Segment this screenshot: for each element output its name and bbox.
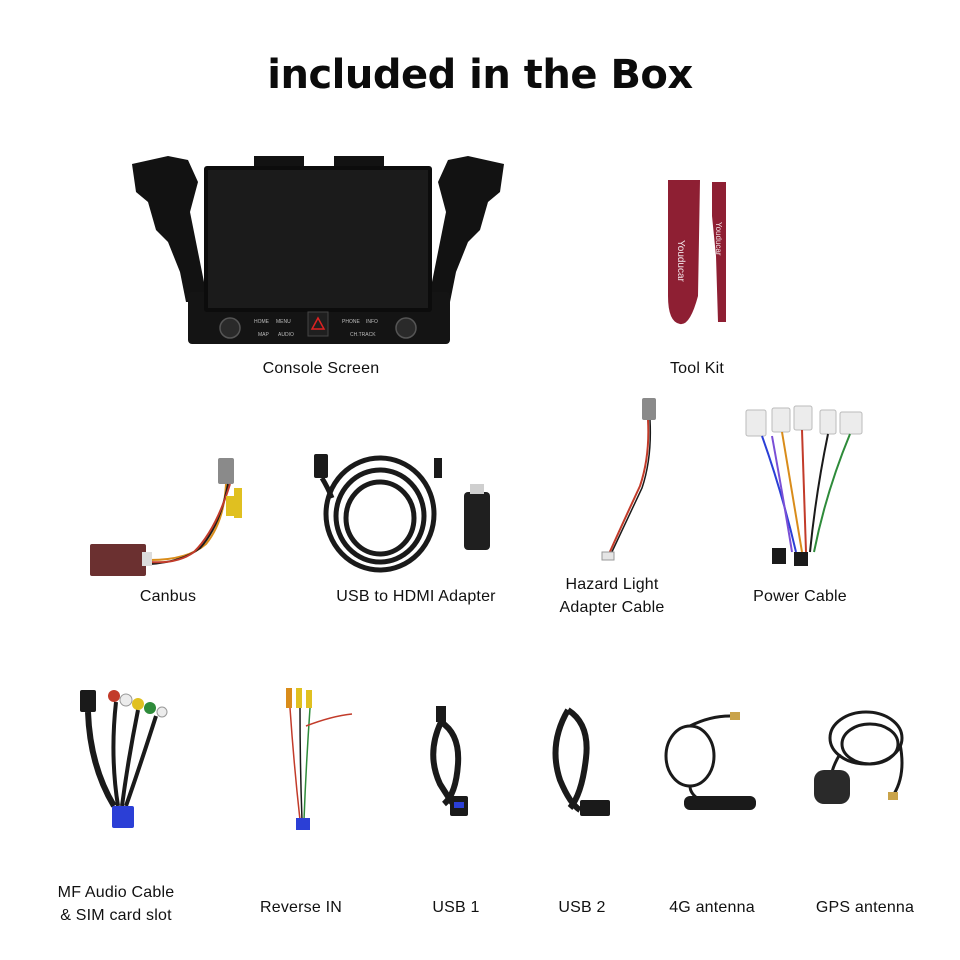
usb-2-label: USB 2 — [558, 899, 606, 916]
power-cable-icon — [745, 405, 863, 566]
mf-audio-label-2: & SIM card slot — [60, 907, 172, 924]
mf-audio-label-1: MF Audio Cable — [57, 884, 175, 901]
usb-cable-icon — [552, 707, 610, 816]
console-screen: HOME MENU MAP AUDIO PHONE INFO CH.TRACK — [128, 152, 508, 352]
mf-audio-cable-icon — [80, 690, 168, 828]
info-text: INFO — [366, 319, 378, 325]
ch-track-text: CH.TRACK — [350, 332, 376, 338]
canbus — [88, 452, 258, 582]
hazard-light-label-2: Adapter Cable — [559, 599, 665, 616]
hazard-light-cable-icon — [601, 398, 656, 561]
gps-antenna-label: GPS antenna — [815, 899, 915, 916]
phone-text: PHONE — [342, 319, 360, 325]
page-title: included in the Box — [267, 52, 693, 98]
power-cable — [742, 402, 872, 572]
reverse-in-label: Reverse IN — [259, 899, 343, 916]
menu-text: MENU — [276, 319, 291, 325]
hazard-light-label-1: Hazard Light — [565, 576, 659, 593]
canbus-icon — [90, 458, 242, 576]
gps-antenna — [810, 704, 920, 824]
usb-cable-icon — [430, 706, 468, 816]
reverse-in-cable-icon — [286, 688, 353, 830]
reverse-in-cable — [276, 686, 356, 836]
home-text: HOME — [254, 319, 270, 325]
4g-antenna-icon — [664, 712, 756, 810]
tool-brand-text-2: Youducar — [714, 222, 723, 256]
console-screen-label: Console Screen — [262, 360, 380, 377]
usb-1-cable — [430, 704, 480, 824]
hazard-light-cable — [590, 396, 670, 566]
console-screen-icon: HOME MENU MAP AUDIO PHONE INFO CH.TRACK — [132, 156, 504, 344]
4g-antenna — [660, 710, 770, 820]
usb-2-cable — [550, 704, 620, 824]
usb-1-label: USB 1 — [432, 899, 480, 916]
tool-kit-icon: Youducar Youducar — [668, 180, 726, 325]
usb-hdmi-adapter-icon — [314, 454, 490, 573]
4g-antenna-label: 4G antenna — [669, 899, 755, 916]
power-cable-label: Power Cable — [753, 588, 847, 605]
tool-kit-label: Tool Kit — [669, 360, 725, 377]
mf-audio-cable — [70, 686, 180, 836]
usb-hdmi-adapter-label: USB to HDMI Adapter — [336, 588, 496, 605]
canbus-label: Canbus — [139, 588, 197, 605]
usb-hdmi-adapter — [308, 448, 518, 578]
tool-brand-text: Youducar — [675, 240, 686, 283]
map-text: MAP — [258, 332, 270, 338]
audio-text: AUDIO — [278, 332, 294, 338]
tool-kit: Youducar Youducar — [660, 176, 760, 326]
gps-antenna-icon — [814, 710, 904, 804]
